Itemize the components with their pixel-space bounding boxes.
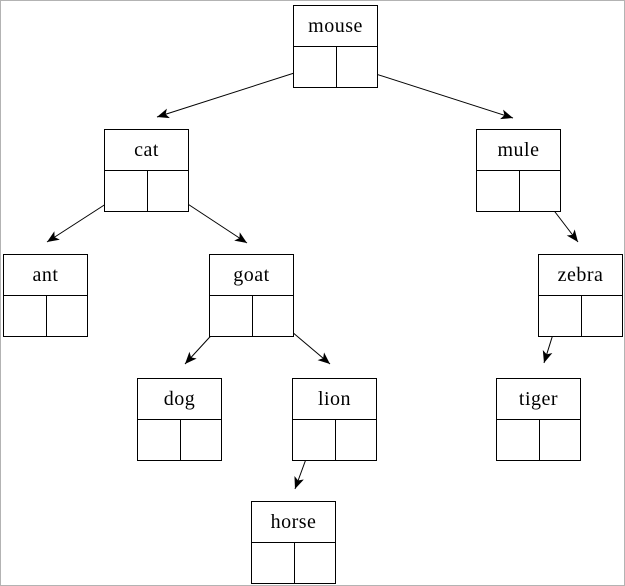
right-pointer-cell: [148, 171, 189, 211]
pointer-cells: [252, 543, 335, 583]
tree-node-goat: goat: [209, 254, 294, 337]
right-pointer-cell: [337, 47, 378, 87]
right-pointer-cell: [582, 296, 623, 336]
tree-node-dog: dog: [137, 378, 222, 461]
left-pointer-cell: [539, 296, 582, 336]
node-label: goat: [210, 255, 293, 296]
pointer-cells: [294, 47, 377, 87]
node-label: lion: [293, 379, 376, 420]
pointer-cells: [138, 420, 221, 460]
left-pointer-cell: [252, 543, 295, 583]
left-pointer-cell: [294, 47, 337, 87]
left-pointer-cell: [138, 420, 181, 460]
pointer-cells: [105, 171, 188, 211]
right-pointer-cell: [253, 296, 294, 336]
tree-node-ant: ant: [3, 254, 88, 337]
node-label: cat: [105, 130, 188, 171]
tree-node-tiger: tiger: [496, 378, 581, 461]
left-pointer-cell: [293, 420, 336, 460]
node-label: mule: [477, 130, 560, 171]
tree-node-lion: lion: [292, 378, 377, 461]
pointer-cells: [293, 420, 376, 460]
right-pointer-cell: [520, 171, 561, 211]
node-label: dog: [138, 379, 221, 420]
pointer-cells: [477, 171, 560, 211]
tree-node-cat: cat: [104, 129, 189, 212]
right-pointer-cell: [295, 543, 336, 583]
left-pointer-cell: [4, 296, 47, 336]
pointer-cells: [210, 296, 293, 336]
arrow-mouse-to-cat: [156, 66, 314, 119]
right-pointer-cell: [47, 296, 88, 336]
node-label: horse: [252, 502, 335, 543]
right-pointer-cell: [181, 420, 222, 460]
node-label: zebra: [539, 255, 622, 296]
right-pointer-cell: [336, 420, 377, 460]
pointer-cells: [539, 296, 622, 336]
node-label: tiger: [497, 379, 580, 420]
node-label: ant: [4, 255, 87, 296]
left-pointer-cell: [210, 296, 253, 336]
right-pointer-cell: [540, 420, 581, 460]
tree-node-mouse: mouse: [293, 5, 378, 88]
tree-node-zebra: zebra: [538, 254, 623, 337]
pointer-cells: [4, 296, 87, 336]
pointer-cells: [497, 420, 580, 460]
tree-node-horse: horse: [251, 501, 336, 584]
left-pointer-cell: [105, 171, 148, 211]
tree-node-mule: mule: [476, 129, 561, 212]
node-label: mouse: [294, 6, 377, 47]
left-pointer-cell: [477, 171, 520, 211]
left-pointer-cell: [497, 420, 540, 460]
